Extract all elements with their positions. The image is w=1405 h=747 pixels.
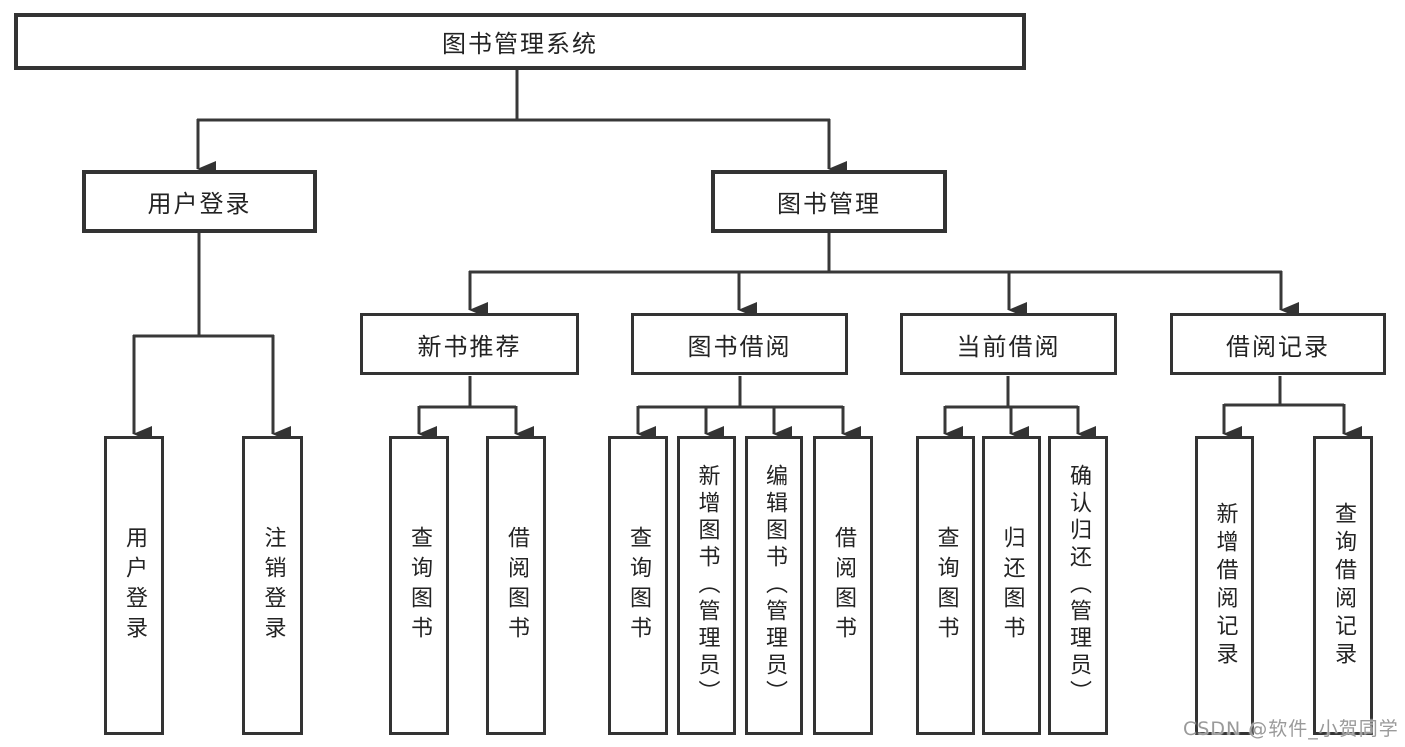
leaf-query-books-3-label: 查询图书: [933, 525, 959, 646]
leaf-return-books-label: 归还图书: [999, 525, 1025, 646]
leaf-user-login-label: 用户登录: [122, 525, 147, 646]
leaf-borrow-books-2: 借阅图书: [813, 436, 873, 735]
leaf-edit-books-admin-label: 编辑图书（管理员）: [762, 464, 787, 707]
node-root-label: 图书管理系统: [442, 30, 598, 58]
leaf-logout-login: 注销登录: [242, 436, 303, 735]
leaf-query-books-1-label: 查询图书: [407, 525, 432, 646]
leaf-edit-books-admin: 编辑图书（管理员）: [745, 436, 803, 735]
leaf-confirm-return-admin-label: 确认归还（管理员）: [1066, 464, 1091, 707]
node-book-management: 图书管理: [711, 170, 947, 233]
node-book-management-label: 图书管理: [777, 190, 881, 218]
leaf-query-books-2-label: 查询图书: [626, 525, 651, 646]
node-book-borrow: 图书借阅: [631, 313, 848, 375]
leaf-query-books-1: 查询图书: [389, 436, 449, 735]
leaf-logout-login-label: 注销登录: [260, 525, 286, 646]
leaf-return-books: 归还图书: [982, 436, 1041, 735]
leaf-query-borrow-record: 查询借阅记录: [1313, 436, 1373, 735]
leaf-query-borrow-record-label: 查询借阅记录: [1331, 501, 1356, 670]
node-root: 图书管理系统: [14, 13, 1026, 70]
node-new-book-recommend-label: 新书推荐: [417, 332, 522, 361]
leaf-borrow-books-1-label: 借阅图书: [504, 525, 529, 646]
leaf-query-books-3: 查询图书: [916, 436, 975, 735]
leaf-add-borrow-record-label: 新增借阅记录: [1212, 501, 1238, 670]
watermark: CSDN @软件_小贺同学: [1183, 718, 1399, 740]
leaf-borrow-books-1: 借阅图书: [486, 436, 546, 735]
leaf-query-books-2: 查询图书: [608, 436, 668, 735]
node-user-login: 用户登录: [82, 170, 317, 233]
node-current-borrow: 当前借阅: [900, 313, 1117, 375]
leaf-borrow-books-2-label: 借阅图书: [831, 525, 856, 646]
node-new-book-recommend: 新书推荐: [360, 313, 579, 375]
leaf-user-login: 用户登录: [104, 436, 164, 735]
node-borrow-records: 借阅记录: [1170, 313, 1386, 375]
leaf-add-books-admin: 新增图书（管理员）: [677, 436, 736, 735]
leaf-add-books-admin-label: 新增图书（管理员）: [694, 464, 720, 707]
node-current-borrow-label: 当前借阅: [956, 332, 1061, 361]
node-book-borrow-label: 图书借阅: [687, 332, 792, 361]
leaf-add-borrow-record: 新增借阅记录: [1195, 436, 1254, 735]
node-borrow-records-label: 借阅记录: [1226, 332, 1330, 361]
node-user-login-label: 用户登录: [147, 190, 252, 218]
leaf-confirm-return-admin: 确认归还（管理员）: [1048, 436, 1108, 735]
